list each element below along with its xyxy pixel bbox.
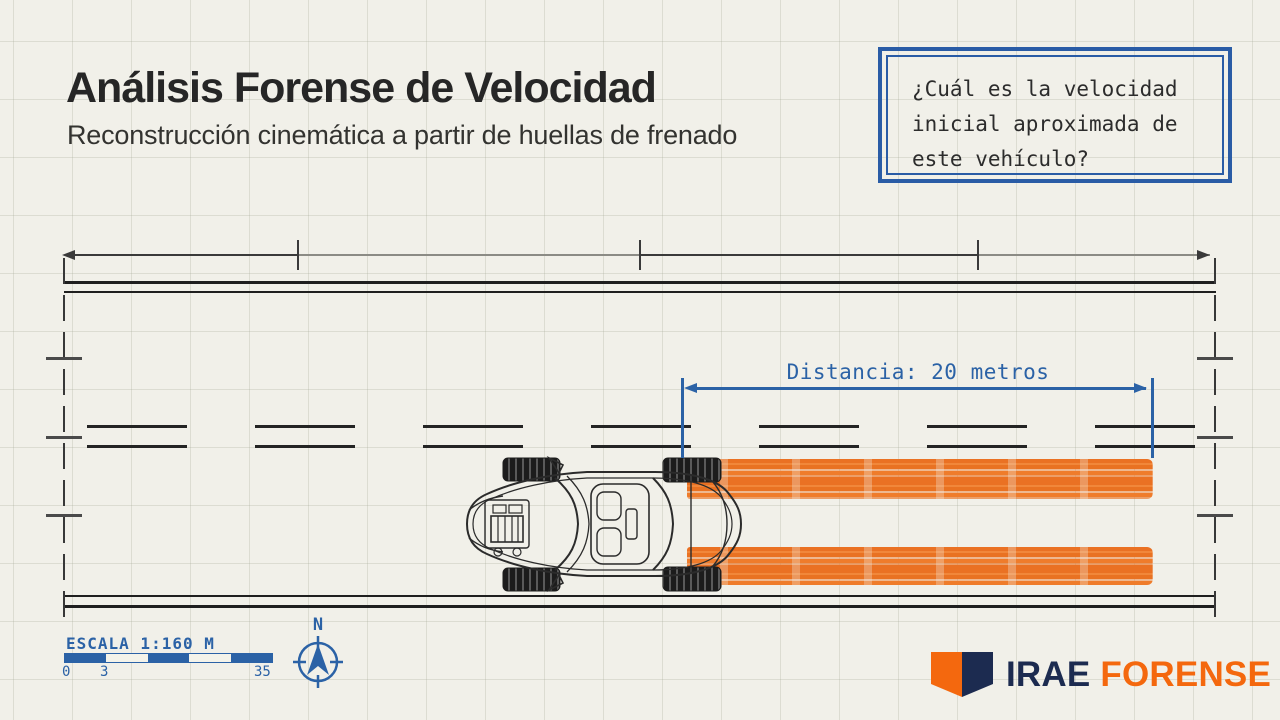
scale-tick-35: 35 — [254, 664, 271, 680]
survey-cross-tick — [46, 514, 82, 517]
scale-bar-segment — [189, 654, 231, 662]
question-box-inner-border: ¿Cuál es la velocidad inicial aproximada… — [886, 55, 1224, 175]
road-bottom-edge-outer — [64, 605, 1216, 608]
car-top-view-wireframe — [465, 455, 743, 593]
scale-bar-segment — [106, 654, 148, 662]
road-right-boundary-dashed — [1214, 258, 1216, 626]
distance-dimension-line — [689, 387, 1146, 390]
question-line-3: este vehículo? — [912, 147, 1090, 171]
survey-cross-tick — [1197, 514, 1233, 517]
distance-arrow-left-icon — [684, 383, 697, 393]
survey-cross-tick — [1197, 436, 1233, 439]
brand-name-secondary: FORENSE — [1100, 655, 1272, 694]
page-subtitle: Reconstrucción cinemática a partir de hu… — [67, 120, 738, 150]
scale-bar-segment — [147, 654, 190, 662]
brand-name-primary: IRAE — [1006, 655, 1091, 694]
question-box: ¿Cuál es la velocidad inicial aproximada… — [878, 47, 1232, 183]
question-text: ¿Cuál es la velocidad inicial aproximada… — [912, 72, 1178, 177]
survey-cross-tick — [46, 436, 82, 439]
dimension-arrow-left-icon — [62, 250, 75, 260]
distance-label: Distancia: 20 metros — [786, 360, 1050, 384]
north-arrow-compass-icon: N — [293, 615, 343, 688]
scale-bar — [64, 653, 273, 663]
road-top-edge-inner — [64, 291, 1216, 293]
scale-bar-segment — [230, 654, 273, 662]
scale-label: ESCALA 1:160 M — [66, 634, 215, 653]
road-left-boundary-dashed — [63, 258, 65, 626]
dimension-arrow-right-icon — [1197, 250, 1210, 260]
question-line-2: inicial aproximada de — [912, 112, 1178, 136]
road-bottom-edge-inner — [64, 595, 1216, 597]
lane-dashed-line-upper — [87, 425, 1197, 428]
compass-needle — [307, 644, 329, 675]
dimension-cross-tick — [977, 240, 979, 270]
overall-dimension-line — [66, 254, 1210, 256]
dimension-cross-tick — [297, 240, 299, 270]
lane-dashed-line-lower — [87, 445, 1197, 448]
distance-arrow-right-icon — [1134, 383, 1147, 393]
question-line-1: ¿Cuál es la velocidad — [912, 77, 1178, 101]
scale-tick-0: 0 — [62, 664, 71, 680]
compass-north-label: N — [313, 615, 323, 635]
dimension-cross-tick — [639, 240, 641, 270]
survey-cross-tick — [1197, 357, 1233, 360]
survey-cross-tick — [46, 357, 82, 360]
skid-mark-upper — [687, 459, 1153, 499]
car-wheels — [502, 457, 722, 592]
skid-mark-lower — [687, 547, 1153, 585]
distance-extension-tick-right — [1151, 378, 1154, 458]
road-top-edge-outer — [64, 281, 1216, 284]
scale-tick-3: 3 — [100, 664, 109, 680]
split-shield-icon — [931, 652, 993, 697]
page-title: Análisis Forense de Velocidad — [66, 64, 657, 112]
scale-bar-segment — [65, 654, 107, 662]
distance-extension-tick-left — [681, 378, 684, 458]
